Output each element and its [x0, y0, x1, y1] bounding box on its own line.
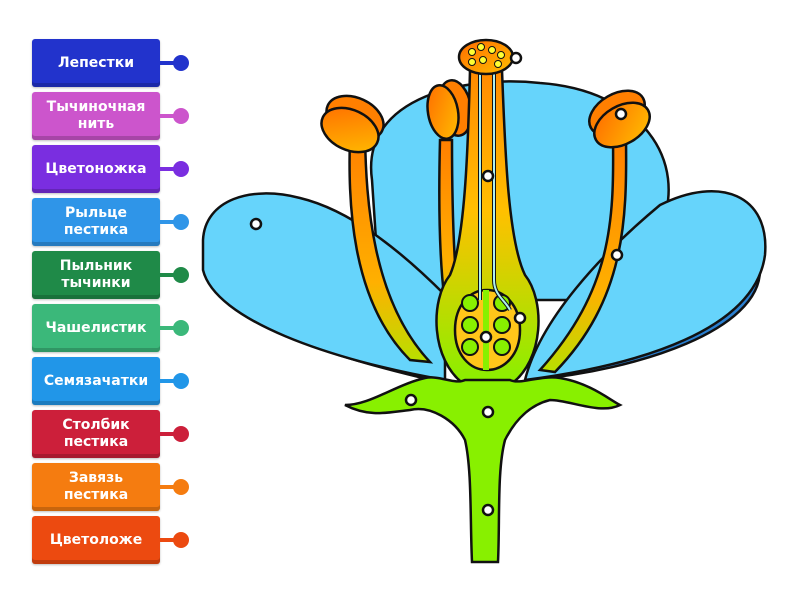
hotspot-ovules[interactable]: [479, 330, 493, 344]
label-tile[interactable]: Лепестки: [32, 39, 160, 87]
sepals-receptacle-pedicel: [344, 376, 623, 564]
connector-knob[interactable]: [173, 426, 189, 442]
hotspots: [249, 51, 628, 517]
connector-line: [160, 220, 176, 224]
hotspot-petal[interactable]: [249, 217, 263, 231]
connector-knob[interactable]: [173, 214, 189, 230]
connector-knob[interactable]: [173, 373, 189, 389]
hotspot-receptacle[interactable]: [481, 405, 495, 419]
label-tile[interactable]: Семязачатки: [32, 357, 160, 405]
label-text: Рыльце пестика: [63, 205, 129, 238]
label-petals[interactable]: Лепестки: [32, 39, 192, 87]
label-ovary[interactable]: Завязь пестика: [32, 463, 192, 511]
label-tile[interactable]: Тычиночная нить: [32, 92, 160, 140]
connector-knob[interactable]: [173, 320, 189, 336]
connector-line: [160, 326, 176, 330]
label-text: Семязачатки: [43, 372, 149, 389]
connector-line: [160, 432, 176, 436]
hotspot-style[interactable]: [481, 169, 495, 183]
label-text: Столбик пестика: [62, 417, 130, 450]
label-tile[interactable]: Цветоложе: [32, 516, 160, 564]
connector-line: [160, 61, 176, 65]
pistil: [435, 38, 540, 387]
connector-knob[interactable]: [173, 161, 189, 177]
hotspot-sepal[interactable]: [404, 393, 418, 407]
label-text: Завязь пестика: [63, 470, 129, 503]
pollen-grains: [468, 43, 505, 68]
hotspot-pedicel[interactable]: [481, 503, 495, 517]
connector-line: [160, 114, 176, 118]
left-petal: [201, 192, 447, 384]
connector-knob[interactable]: [173, 55, 189, 71]
label-tile[interactable]: Завязь пестика: [32, 463, 160, 511]
stigma: [457, 38, 515, 76]
label-stigma[interactable]: Рыльце пестика: [32, 198, 192, 246]
label-text: Тычиночная нить: [46, 99, 146, 132]
hotspot-ovary[interactable]: [513, 311, 527, 325]
label-tile[interactable]: Чашелистик: [32, 304, 160, 352]
label-anther[interactable]: Пыльник тычинки: [32, 251, 192, 299]
hotspot-anther[interactable]: [614, 107, 628, 121]
connector-line: [160, 167, 176, 171]
label-tile[interactable]: Пыльник тычинки: [32, 251, 160, 299]
label-pedicel[interactable]: Цветоножка: [32, 145, 192, 193]
label-text: Пыльник тычинки: [59, 258, 133, 291]
label-tile[interactable]: Цветоножка: [32, 145, 160, 193]
label-receptacle[interactable]: Цветоложе: [32, 516, 192, 564]
left-stamen: [320, 94, 434, 364]
hotspot-stigma[interactable]: [509, 51, 523, 65]
flower-diagram: [201, 38, 767, 564]
connector-knob[interactable]: [173, 108, 189, 124]
connector-knob[interactable]: [173, 267, 189, 283]
label-text: Цветоложе: [49, 531, 143, 548]
connector-line: [160, 485, 176, 489]
connector-knob[interactable]: [173, 479, 189, 495]
label-style[interactable]: Столбик пестика: [32, 410, 192, 458]
connector-line: [160, 538, 176, 542]
label-text: Чашелистик: [45, 319, 147, 336]
label-tile[interactable]: Столбик пестика: [32, 410, 160, 458]
connector-line: [160, 379, 176, 383]
label-ovules[interactable]: Семязачатки: [32, 357, 192, 405]
connector-knob[interactable]: [173, 532, 189, 548]
hotspot-filament[interactable]: [610, 248, 624, 262]
label-filament[interactable]: Тычиночная нить: [32, 92, 192, 140]
connector-line: [160, 273, 176, 277]
label-sepal[interactable]: Чашелистик: [32, 304, 192, 352]
label-text: Лепестки: [57, 54, 134, 71]
label-text: Цветоножка: [45, 160, 147, 177]
label-tile[interactable]: Рыльце пестика: [32, 198, 160, 246]
